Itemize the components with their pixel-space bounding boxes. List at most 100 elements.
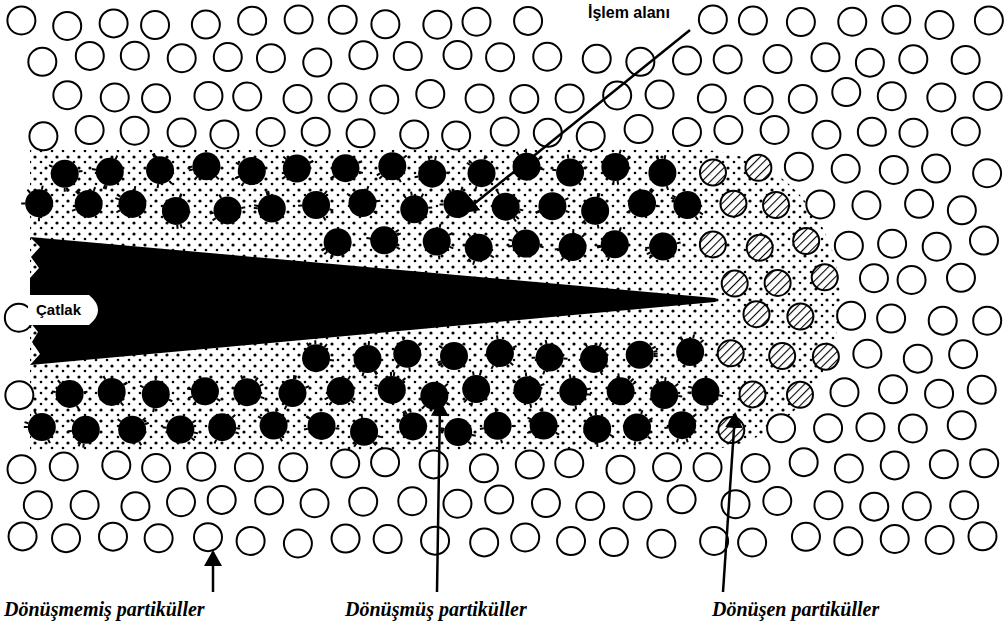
untransformed-particle: [423, 11, 451, 39]
untransformed-particle: [50, 452, 78, 480]
transformed-particle: [486, 335, 517, 369]
untransformed-particle: [764, 45, 792, 73]
untransformed-particle: [420, 450, 448, 478]
untransformed-particle: [853, 340, 881, 368]
untransformed-particle: [952, 46, 980, 74]
transformed-particle: [377, 152, 407, 182]
transformed-particle: [440, 418, 476, 446]
untransformed-particle: [303, 49, 331, 77]
leader-arrow: [464, 30, 690, 212]
transforming-particle: [763, 192, 789, 218]
untransformed-particle: [898, 266, 926, 294]
untransformed-particle: [785, 153, 813, 181]
untransformed-particle: [370, 85, 398, 113]
untransformed-particle: [968, 522, 996, 550]
untransformed-particle: [102, 451, 130, 479]
untransformed-particle: [904, 345, 932, 373]
transforming-particle: [718, 417, 744, 443]
untransformed-particle: [858, 118, 886, 146]
untransformed-particle: [7, 6, 35, 34]
untransformed-particle: [167, 488, 195, 516]
untransformed-particle: [443, 490, 471, 518]
untransformed-particle: [577, 122, 605, 150]
transformed-particle: [347, 186, 380, 217]
transformed-particle: [492, 191, 524, 222]
untransformed-particle: [903, 492, 931, 520]
untransformed-particle: [394, 42, 422, 70]
untransformed-particle: [763, 487, 791, 515]
untransformed-particle: [812, 121, 840, 149]
untransformed-particle: [739, 7, 767, 35]
untransformed-particle: [877, 305, 905, 333]
untransformed-particle: [53, 81, 81, 109]
untransformed-particle: [970, 449, 998, 477]
untransformed-particle: [257, 118, 285, 146]
untransformed-particle: [878, 82, 906, 110]
transforming-particle: [813, 344, 839, 370]
transformed-particle: [24, 411, 56, 443]
untransformed-particle: [899, 119, 927, 147]
untransformed-particle: [210, 120, 238, 148]
untransformed-particle: [187, 453, 215, 481]
untransformed-particle: [625, 115, 653, 143]
transformed-particle: [440, 187, 472, 218]
transformed-particle: [115, 186, 146, 218]
transformed-particle: [350, 414, 381, 447]
untransformed-particle: [673, 118, 701, 146]
transforming-particle: [745, 155, 771, 181]
untransformed-particle: [214, 43, 242, 71]
transformed-particle: [233, 375, 264, 406]
untransformed-particle: [647, 530, 675, 558]
transformed-particle: [664, 411, 696, 442]
transformed-particle: [597, 227, 629, 260]
leader-arrow: [437, 402, 440, 592]
transformed-particle: [366, 226, 400, 254]
untransformed-particle: [329, 84, 357, 112]
untransformed-particle: [834, 527, 862, 555]
untransformed-particle: [878, 230, 906, 258]
untransformed-particle: [285, 6, 313, 34]
transformed-particle: [162, 194, 190, 229]
untransformed-particle: [576, 492, 604, 520]
untransformed-particle: [830, 378, 858, 406]
transformed-particle: [118, 416, 149, 446]
particle-group: [5, 5, 1003, 557]
untransformed-particle: [832, 78, 860, 106]
untransformed-particle: [899, 414, 927, 442]
untransformed-particle: [968, 376, 996, 404]
untransformed-particle: [714, 45, 742, 73]
transformed-particle: [304, 412, 339, 440]
transformed-particle: [583, 411, 613, 447]
untransformed-particle: [922, 155, 950, 183]
transformed-particle: [162, 416, 197, 444]
untransformed-particle: [974, 82, 1002, 110]
untransformed-particle: [331, 450, 359, 478]
process-zone: [30, 150, 840, 450]
untransformed-particle: [510, 85, 538, 113]
transformed-particle: [627, 188, 660, 217]
untransformed-particle: [948, 196, 976, 224]
transformed-particle: [555, 229, 587, 261]
untransformed-particle: [332, 525, 360, 553]
untransformed-particle: [814, 414, 842, 442]
transformed-particle: [437, 342, 468, 370]
untransformed-particle: [950, 491, 978, 519]
transformed-particle: [354, 341, 382, 376]
untransformed-particle: [491, 118, 519, 146]
untransformed-particle: [301, 489, 329, 517]
untransformed-particle: [8, 455, 36, 483]
transformed-particle: [465, 233, 494, 265]
zone-label: İşlem alanı: [588, 4, 670, 22]
transformed-particle: [480, 408, 516, 443]
untransformed-particle: [192, 11, 220, 39]
transformed-particle: [49, 160, 82, 192]
transformed-particle: [607, 373, 636, 405]
transformed-particle: [423, 224, 454, 259]
untransformed-particle: [789, 85, 817, 113]
untransformed-particle: [238, 7, 266, 35]
transformed-particle: [536, 192, 570, 220]
untransformed-particle: [71, 491, 99, 519]
untransformed-particle: [168, 119, 196, 147]
particle-label: Dönüşen partiküller: [712, 598, 879, 621]
untransformed-particle: [835, 454, 863, 482]
